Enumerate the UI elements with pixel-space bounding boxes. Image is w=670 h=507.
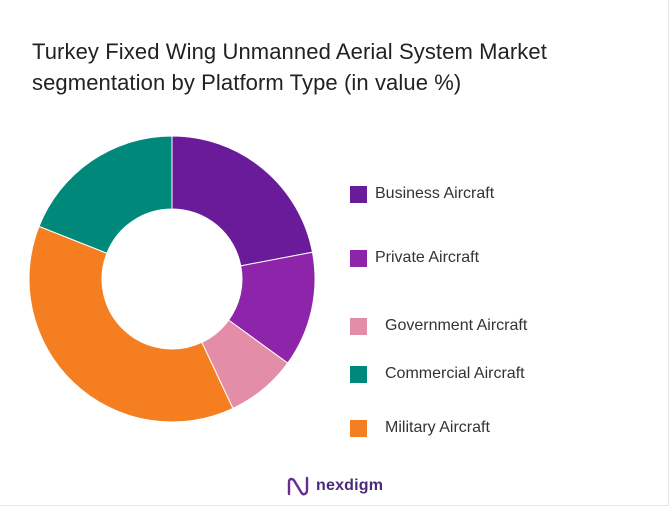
slice-business-aircraft [171, 135, 314, 267]
legend-label: Private Aircraft [375, 249, 480, 266]
legend-item-military-aircraft: Military Aircraft [350, 419, 490, 437]
legend-item-business-aircraft: Business Aircraft [350, 185, 494, 203]
legend-swatch [350, 419, 367, 437]
legend-swatch [350, 365, 367, 383]
legend-label: Government Aircraft [385, 317, 528, 334]
legend-label: Business Aircraft [375, 185, 495, 202]
logo-text: nexdigm [316, 477, 384, 494]
legend-swatch [350, 249, 367, 267]
legend-swatch [350, 185, 367, 203]
legend-label: Commercial Aircraft [385, 365, 525, 382]
slice-commercial-aircraft [38, 135, 173, 254]
nexdigm-logo: nexdigm [286, 474, 383, 498]
nexdigm-logo-icon [287, 476, 309, 496]
legend-item-government-aircraft: Government Aircraft [350, 317, 527, 335]
chart-title: Turkey Fixed Wing Unmanned Aerial System… [32, 39, 547, 95]
legend-swatch [350, 317, 367, 335]
legend-item-private-aircraft: Private Aircraft [350, 249, 479, 267]
slice-military-aircraft [28, 225, 234, 423]
legend-label: Military Aircraft [385, 419, 490, 436]
legend-item-commercial-aircraft: Commercial Aircraft [350, 365, 525, 383]
